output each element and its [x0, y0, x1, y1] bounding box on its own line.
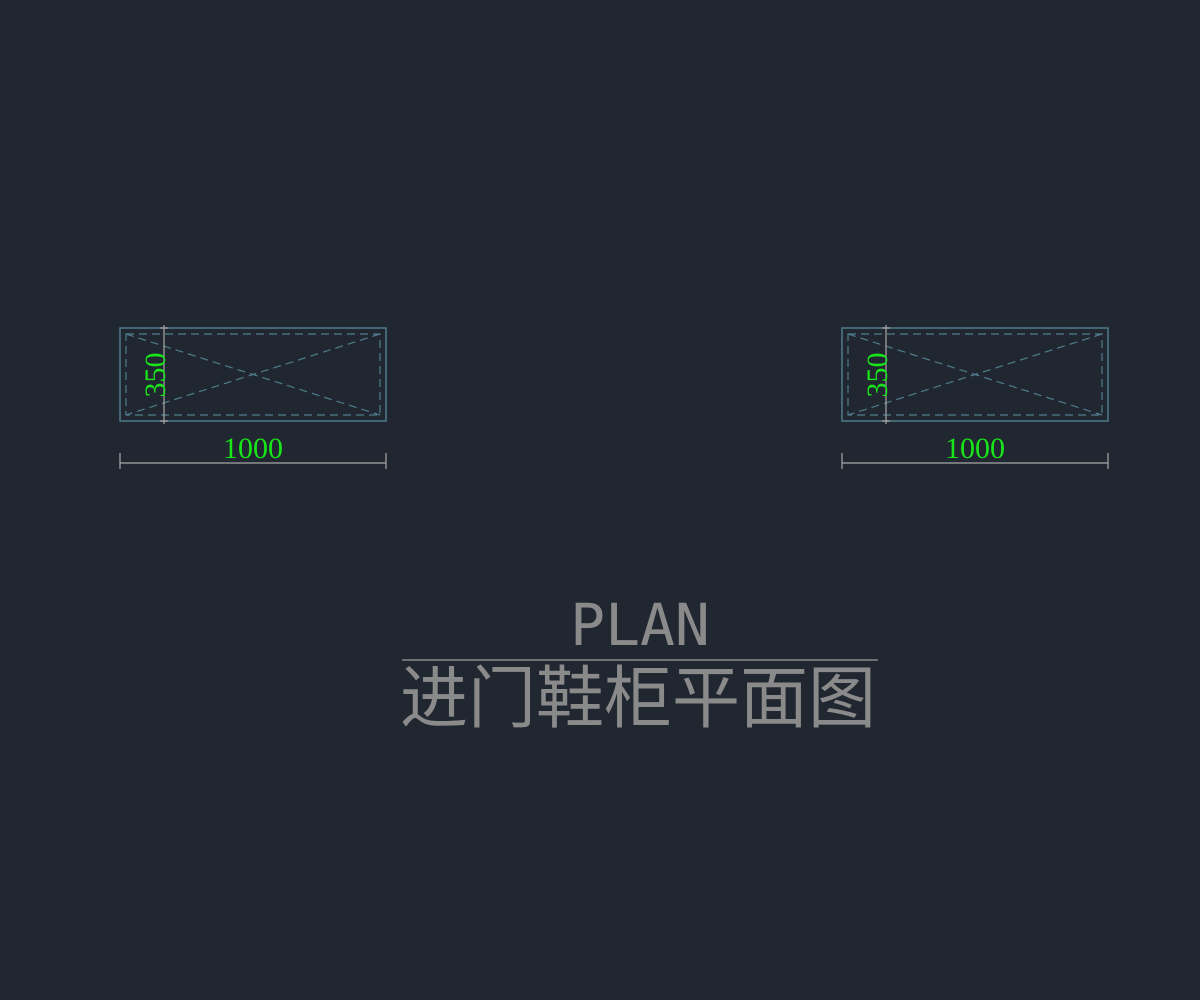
cabinet-plan-right: 350 1000 — [841, 325, 1109, 469]
width-dimension-label: 1000 — [945, 432, 1005, 465]
cabinet-outline — [841, 327, 1109, 422]
title-chinese: 进门鞋柜平面图 — [400, 660, 876, 739]
cabinet-diagonal-b — [847, 333, 1103, 416]
cabinet-inner-dashed — [847, 333, 1103, 416]
title-english: PLAN — [570, 591, 710, 659]
cabinet-plan-left: 350 1000 — [119, 325, 387, 469]
cabinet-diagonal-b — [125, 333, 381, 416]
title-block: PLAN 进门鞋柜平面图 — [400, 591, 878, 739]
cabinet-outline — [119, 327, 387, 422]
depth-dimension-label: 350 — [139, 353, 172, 398]
width-dimension-label: 1000 — [223, 432, 283, 465]
cabinet-inner-dashed — [125, 333, 381, 416]
depth-dimension-label: 350 — [861, 353, 894, 398]
